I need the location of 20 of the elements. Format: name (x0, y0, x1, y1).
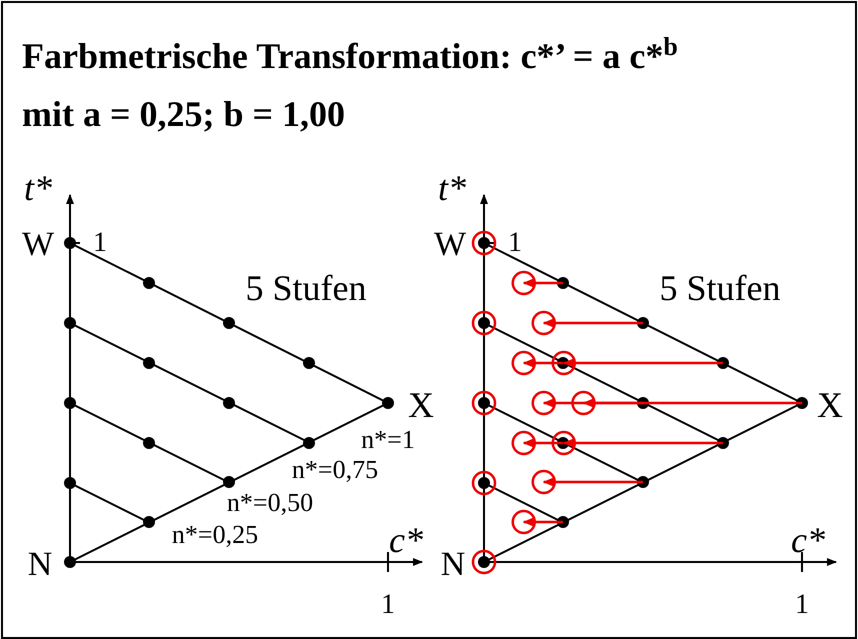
saturation-label: n*=0,25 (172, 522, 258, 548)
point-label: N (28, 548, 52, 582)
axis-label: c* (389, 522, 423, 558)
axis-label: c* (791, 522, 825, 558)
step-count-label: 5 Stufen (660, 270, 780, 306)
saturation-label: n*=1 (361, 427, 415, 453)
point-label: W (434, 228, 466, 262)
point-label: N (440, 548, 466, 582)
point-label: X (817, 387, 843, 423)
saturation-label: n*=0,75 (292, 457, 378, 483)
saturation-label: n*=0,50 (226, 490, 314, 516)
point-label: W (22, 228, 54, 262)
tick-label: 1 (795, 591, 809, 619)
step-count-label: 5 Stufen (246, 270, 366, 306)
axis-label: t* (438, 170, 466, 206)
tick-label: 1 (93, 229, 107, 257)
tick-label: 1 (508, 229, 522, 257)
axis-label: t* (24, 170, 52, 206)
tick-label: 1 (381, 591, 395, 619)
point-label: X (408, 387, 434, 423)
